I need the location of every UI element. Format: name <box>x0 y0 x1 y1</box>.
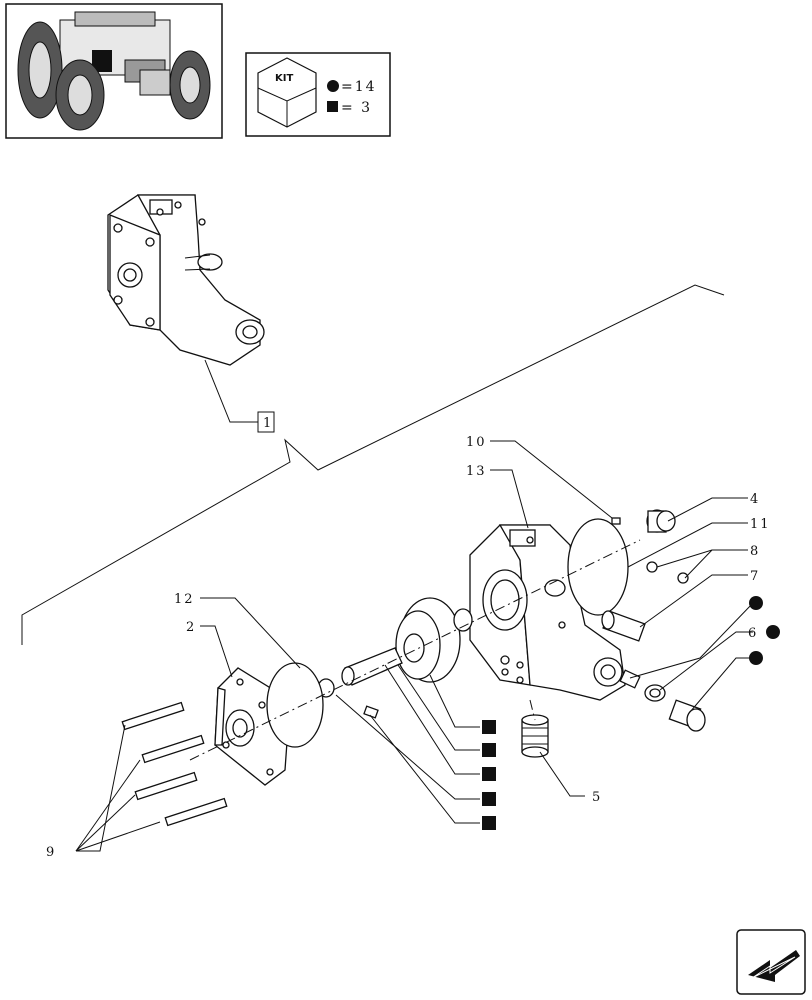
kit-square-count: = 3 <box>341 100 372 116</box>
part-5-screen <box>521 714 549 758</box>
cover-o-ring <box>266 662 324 748</box>
kit-cube-icon <box>257 57 317 128</box>
reference-label: 1 <box>263 416 273 431</box>
part-8-plug-a <box>646 561 658 573</box>
part-7-valve <box>601 610 646 642</box>
pump-assembly-top <box>107 194 265 366</box>
pump-housing <box>469 524 626 701</box>
kit-circle-marker <box>766 625 780 639</box>
kit-circle-icon <box>327 80 339 92</box>
part-6-screw <box>668 699 706 732</box>
reference-label-box <box>257 411 275 433</box>
kit-circle-marker <box>749 651 763 665</box>
group-bracket-line <box>21 284 725 645</box>
callout-7: 7 <box>750 569 760 584</box>
kit-circle-count: =14 <box>341 79 377 95</box>
callout-13: 13 <box>466 464 487 479</box>
kit-label: KIT <box>275 73 293 84</box>
callout-10: 10 <box>466 435 487 450</box>
callout-2: 2 <box>186 620 196 635</box>
callout-4: 4 <box>750 492 760 507</box>
housing-o-ring <box>567 518 629 616</box>
leader-lines <box>75 440 754 852</box>
callout-6: 6 <box>748 626 758 641</box>
part-6-valve <box>619 669 666 702</box>
gear-rotor <box>395 597 461 683</box>
part-10-pin <box>611 517 621 525</box>
kit-square-marker <box>482 792 496 806</box>
callout-5: 5 <box>592 790 602 805</box>
kit-circle-marker <box>749 596 763 610</box>
kit-square-marker <box>482 743 496 757</box>
kit-square-marker <box>482 767 496 781</box>
nav-arrow-icon[interactable] <box>736 929 806 995</box>
tractor-thumbnail <box>5 3 223 139</box>
part-4-cap <box>646 509 676 533</box>
bolts <box>121 701 228 827</box>
kit-legend: KIT =14 = 3 <box>245 52 391 137</box>
callout-8: 8 <box>750 544 760 559</box>
kit-square-marker <box>482 720 496 734</box>
drive-shaft <box>341 647 403 686</box>
shaft-key <box>363 705 379 719</box>
part-8-plug-b <box>677 572 689 584</box>
bushing <box>453 608 473 632</box>
kit-square-icon <box>327 101 338 112</box>
callout-11: 11 <box>750 517 771 532</box>
callout-9: 9 <box>46 845 56 860</box>
callout-12: 12 <box>174 592 195 607</box>
kit-square-marker <box>482 816 496 830</box>
